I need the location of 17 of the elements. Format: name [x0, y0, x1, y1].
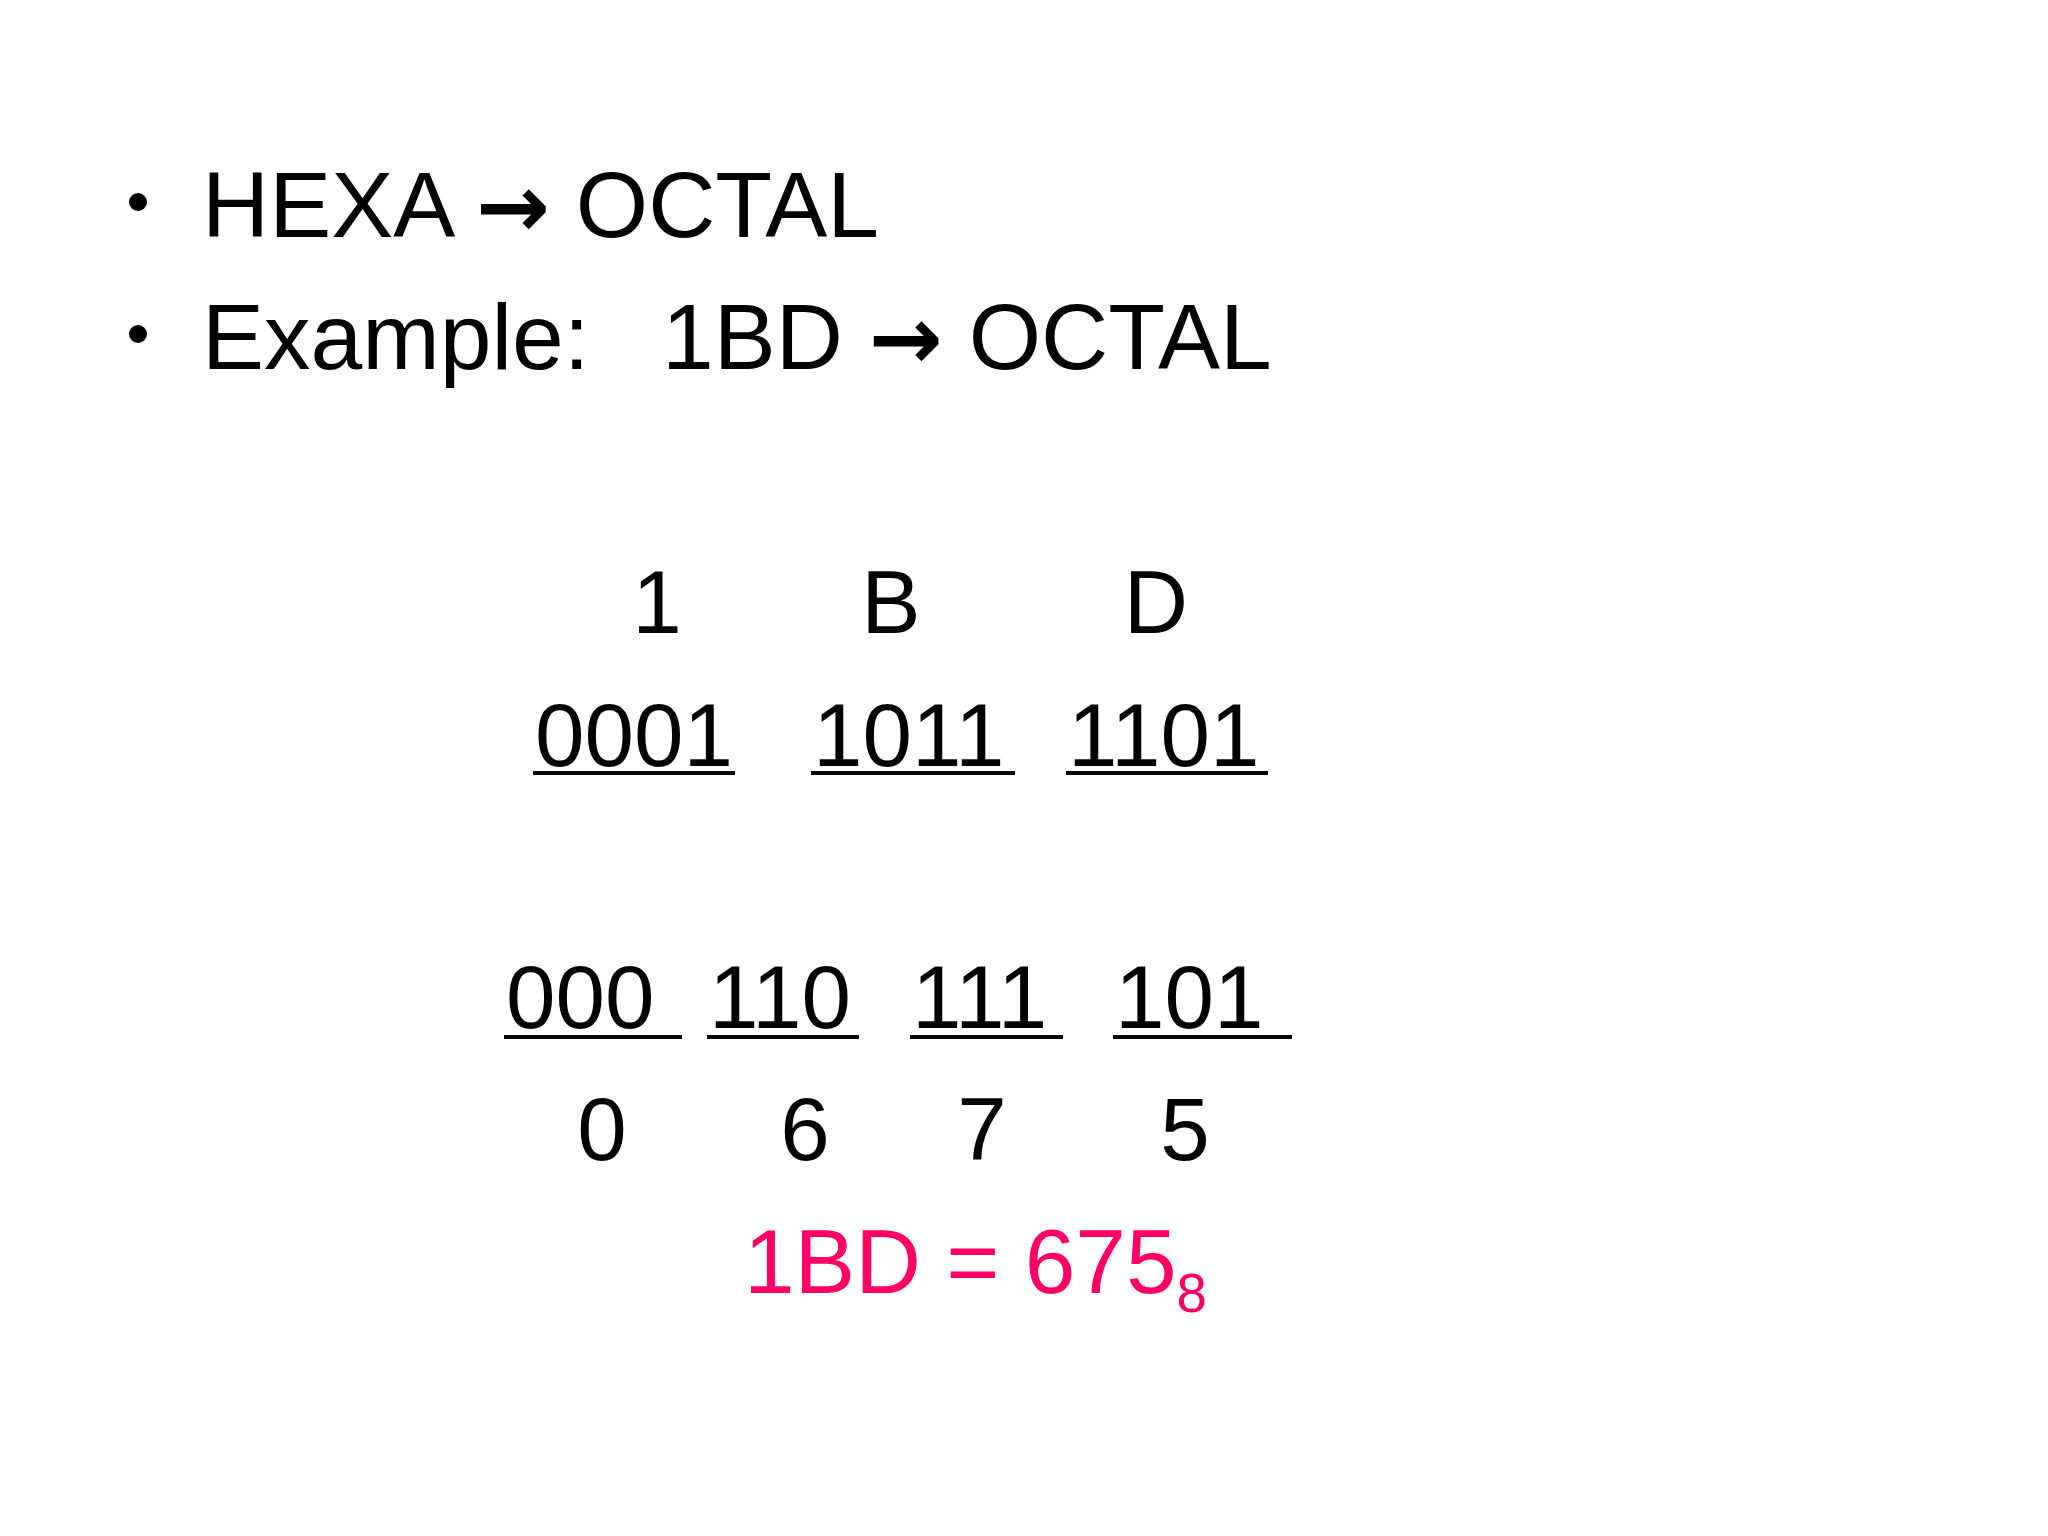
hex-digit: B — [860, 557, 922, 647]
hex-digit: D — [1122, 557, 1190, 647]
hex-digit: 1 — [631, 557, 683, 647]
octal-digit: 0 — [576, 1084, 628, 1174]
binary-group: 1011 — [811, 701, 1015, 775]
binary-group: 000 — [504, 961, 682, 1039]
result-equation: 1BD = 675$_{8}$ — [744, 1215, 1207, 1327]
binary-group: 110 — [707, 961, 859, 1039]
binary-group: 101 — [1113, 961, 1292, 1039]
binary-group: 1101 — [1066, 701, 1268, 775]
binary-group: 111 — [910, 961, 1063, 1039]
octal-digit: 5 — [1159, 1084, 1211, 1174]
bullet-text: HEXA → OCTAL — [202, 159, 879, 254]
octal-digit: 7 — [956, 1084, 1008, 1174]
binary-group: 0001 — [533, 701, 735, 775]
octal-digit: 6 — [779, 1084, 831, 1174]
conversion-text: 1BD → OCTAL — [662, 291, 1272, 386]
